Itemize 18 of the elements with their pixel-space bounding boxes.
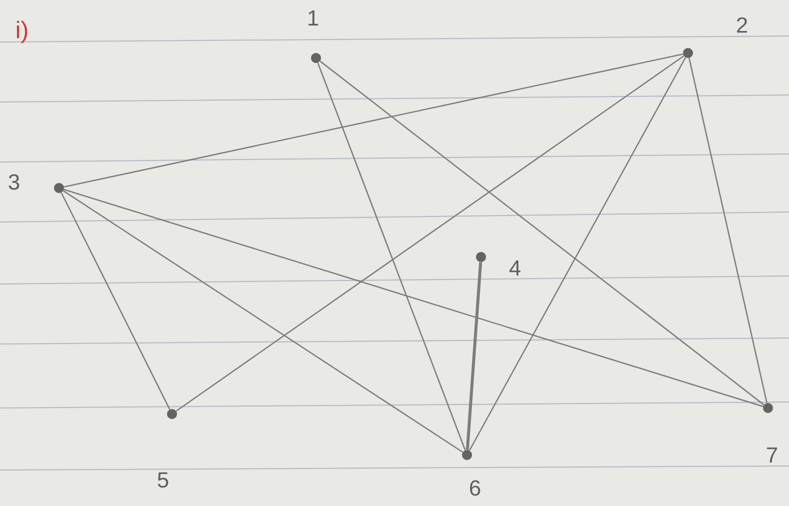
vertex-number: 3: [8, 174, 20, 190]
vertex-number: 6: [470, 480, 480, 496]
part-label: i): [16, 20, 28, 44]
vertex-number: 5: [158, 472, 168, 488]
graph-edge: [317, 62, 466, 450]
vertex-number: 2: [737, 17, 747, 33]
graph-edge: [468, 57, 686, 451]
vertex-number: 4: [509, 260, 520, 276]
vertex-number: 1: [308, 10, 318, 26]
graph-edge: [60, 192, 170, 410]
graph-edge: [64, 188, 764, 408]
graph-edge: [63, 190, 464, 453]
graph-edge: [320, 60, 764, 406]
vertex-number: 7: [767, 447, 777, 463]
graph-edge: [688, 58, 768, 404]
graph-edge: [176, 55, 684, 412]
graph-edge: [466, 262, 482, 450]
graph-edge: [64, 53, 684, 188]
